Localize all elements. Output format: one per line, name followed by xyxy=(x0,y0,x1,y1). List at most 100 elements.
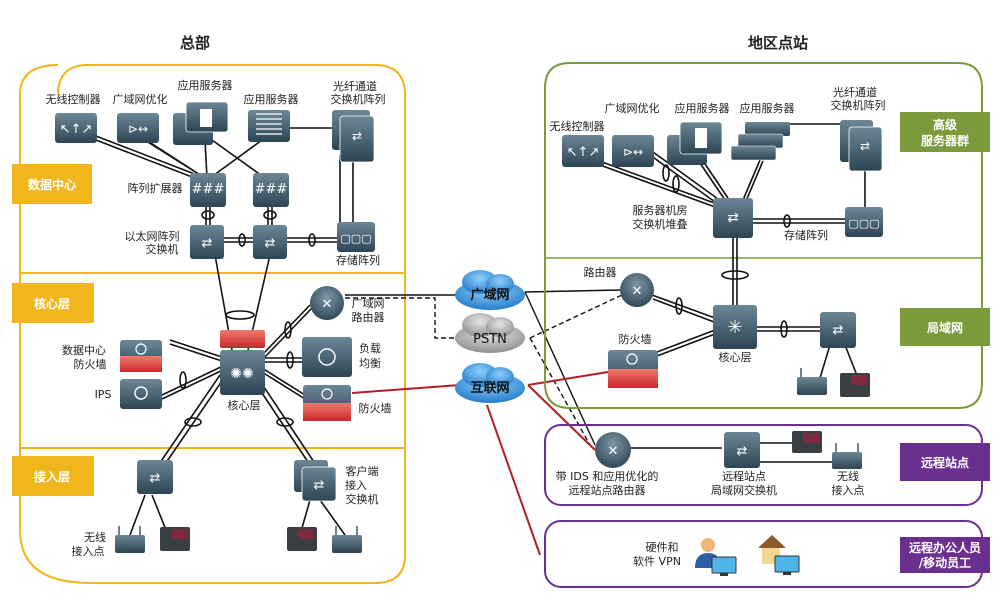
svg-text:局域网: 局域网 xyxy=(927,320,963,335)
hq-access-point-2-icon[interactable] xyxy=(332,526,362,553)
reg-firewall-icon[interactable] xyxy=(608,350,658,388)
remote-switch-label-2: 局域网交换机 xyxy=(711,483,777,497)
hq-dc-fw-label-2: 防火墙 xyxy=(74,357,107,371)
remote-lan-switch-icon[interactable]: ⇄ xyxy=(724,432,760,468)
wan-cloud-label: 广域网 xyxy=(470,287,509,303)
remote-router-label-2: 远程站点路由器 xyxy=(569,483,646,497)
svg-text:✺✺: ✺✺ xyxy=(230,366,253,382)
hq-app-server-2-icon[interactable] xyxy=(248,110,290,142)
hq-eth-label-2: 交换机 xyxy=(146,242,179,256)
hq-wlc-icon[interactable]: ↖↑↗ xyxy=(55,113,97,143)
hq-ips-label: IPS xyxy=(95,388,112,401)
reg-app-server-1-label: 应用服务器 xyxy=(675,101,730,115)
hq-core-switch-icon[interactable]: ✺✺ xyxy=(220,330,265,395)
home-office-icon[interactable] xyxy=(758,535,800,575)
pstn-cloud-icon[interactable]: PSTN xyxy=(455,313,525,353)
svg-text:✕: ✕ xyxy=(322,297,333,312)
svg-text:⇄: ⇄ xyxy=(265,236,276,251)
hq-access-switch-icon[interactable]: ⇄ xyxy=(137,460,173,494)
reg-access-switch-icon[interactable]: ⇄ xyxy=(820,312,856,348)
reg-access-point-icon[interactable] xyxy=(797,368,827,395)
hq-fc-label-2: 交换机阵列 xyxy=(331,92,386,106)
svg-text:核心层: 核心层 xyxy=(34,296,70,311)
hq-client-sw-label-3: 交换机 xyxy=(346,492,379,506)
hq-ip-phone-1-icon[interactable] xyxy=(160,527,190,551)
reg-ip-phone-icon[interactable] xyxy=(840,373,870,397)
hq-client-access-switch-icon[interactable]: ⇄ xyxy=(294,460,337,502)
reg-fc-label-2: 交换机阵列 xyxy=(831,98,886,112)
reg-wlc-icon[interactable]: ↖↑↗ xyxy=(562,135,604,167)
hq-lb-label-1: 负载 xyxy=(359,341,381,355)
hq-fc-switch-icon[interactable]: ⇄ xyxy=(332,110,375,163)
hq-wan-opt-label: 广域网优化 xyxy=(113,92,168,106)
vpn-label-1: 硬件和 xyxy=(646,541,679,554)
remote-router-icon[interactable]: ✕ xyxy=(595,432,631,468)
hq-wan-router-icon[interactable]: ✕ xyxy=(310,286,344,320)
remote-ap-label-2: 接入点 xyxy=(832,484,865,497)
hq-dc-fw-label-1: 数据中心 xyxy=(62,343,106,357)
hq-ip-phone-2-icon[interactable] xyxy=(287,527,317,551)
hq-load-balancer-icon[interactable] xyxy=(302,337,352,377)
pstn-cloud-label: PSTN xyxy=(473,332,507,347)
reg-storage-icon[interactable]: ▢▢▢ xyxy=(845,207,883,237)
hq-lb-label-2: 均衡 xyxy=(359,357,381,370)
svg-text:远程办公人员: 远程办公人员 xyxy=(909,540,981,555)
reg-core-label: 核心层 xyxy=(719,350,752,364)
user-workstation-icon[interactable] xyxy=(695,538,737,576)
wan-cloud-icon[interactable]: 广域网 xyxy=(455,270,525,310)
hq-ethernet-switch-2-icon[interactable]: ⇄ xyxy=(253,225,287,259)
hq-wan-optimizer-icon[interactable]: ⊳↔ xyxy=(117,113,159,143)
internet-cloud-icon[interactable]: 互联网 xyxy=(455,363,525,403)
reg-app-server-1-icon[interactable] xyxy=(667,121,723,165)
svg-text:⇄: ⇄ xyxy=(202,236,213,251)
reg-app-server-2-icon[interactable] xyxy=(730,122,790,161)
hq-fc-label-1: 光纤通道 xyxy=(333,79,377,93)
remote-access-point-icon[interactable] xyxy=(832,443,862,469)
section-tag-remote-site: 远程站点 xyxy=(900,443,990,481)
hq-core-label: 核心层 xyxy=(228,398,261,412)
hq-app-server-1-label: 应用服务器 xyxy=(178,78,233,92)
section-tag-server-farm: 高级 服务器群 xyxy=(900,112,990,152)
link-bundles xyxy=(179,210,316,427)
reg-core-switch-icon[interactable]: ✳ xyxy=(713,305,757,349)
section-tag-core: 核心层 xyxy=(12,283,94,323)
reg-router-icon[interactable]: ✕ xyxy=(620,273,654,307)
hq-ethernet-switch-1-icon[interactable]: ⇄ xyxy=(190,225,224,259)
hq-fabric-ext-label: 阵列扩展器 xyxy=(128,181,183,195)
section-tag-datacenter: 数据中心 xyxy=(12,164,92,204)
reg-fc-switch-icon[interactable]: ⇄ xyxy=(840,120,883,172)
hq-fw-label: 防火墙 xyxy=(359,401,392,415)
hq-wlc-label: 无线控制器 xyxy=(46,92,101,106)
hq-app-server-2-label: 应用服务器 xyxy=(244,92,299,106)
inter-site-links xyxy=(345,289,623,556)
svg-text:###: ### xyxy=(192,182,225,197)
hq-storage-icon[interactable]: ▢▢▢ xyxy=(337,222,375,252)
hq-ips-icon[interactable] xyxy=(120,379,162,409)
svg-text:远程站点: 远程站点 xyxy=(921,455,969,470)
hq-access-point-1-icon[interactable] xyxy=(115,526,145,553)
vpn-label-2: 软件 VPN xyxy=(633,554,681,568)
svg-text:接入层: 接入层 xyxy=(34,469,70,484)
svg-text:⇄: ⇄ xyxy=(150,471,161,486)
reg-app-server-2-label: 应用服务器 xyxy=(740,101,795,115)
hq-fabric-extender-1-icon[interactable]: ### xyxy=(190,173,226,207)
hq-ap-label-2: 接入点 xyxy=(72,545,105,558)
reg-storage-label: 存储阵列 xyxy=(784,228,828,242)
reg-stack-label-2: 交换机堆叠 xyxy=(633,217,688,231)
hq-wan-router-label-2: 路由器 xyxy=(352,310,385,324)
regional-title: 地区点站 xyxy=(748,34,808,52)
section-tag-remote-worker: 远程办公人员 /移动员工 xyxy=(900,537,990,573)
hq-storage-label: 存储阵列 xyxy=(336,253,380,267)
hq-dc-firewall-icon[interactable] xyxy=(120,340,162,372)
remote-ip-phone-icon[interactable] xyxy=(792,431,822,453)
hq-border xyxy=(19,64,406,584)
hq-fabric-extender-2-icon[interactable]: ### xyxy=(253,173,289,207)
hq-ap-label-1: 无线 xyxy=(84,530,106,544)
reg-server-switch-stack-icon[interactable]: ⇄ xyxy=(713,198,753,238)
reg-fc-label-1: 光纤通道 xyxy=(833,85,877,99)
hq-firewall-icon[interactable] xyxy=(303,385,351,421)
hq-app-server-1-icon[interactable] xyxy=(173,101,229,145)
reg-stack-label-1: 服务器机房 xyxy=(633,203,688,217)
reg-wan-optimizer-icon[interactable]: ⊳↔ xyxy=(612,135,654,167)
